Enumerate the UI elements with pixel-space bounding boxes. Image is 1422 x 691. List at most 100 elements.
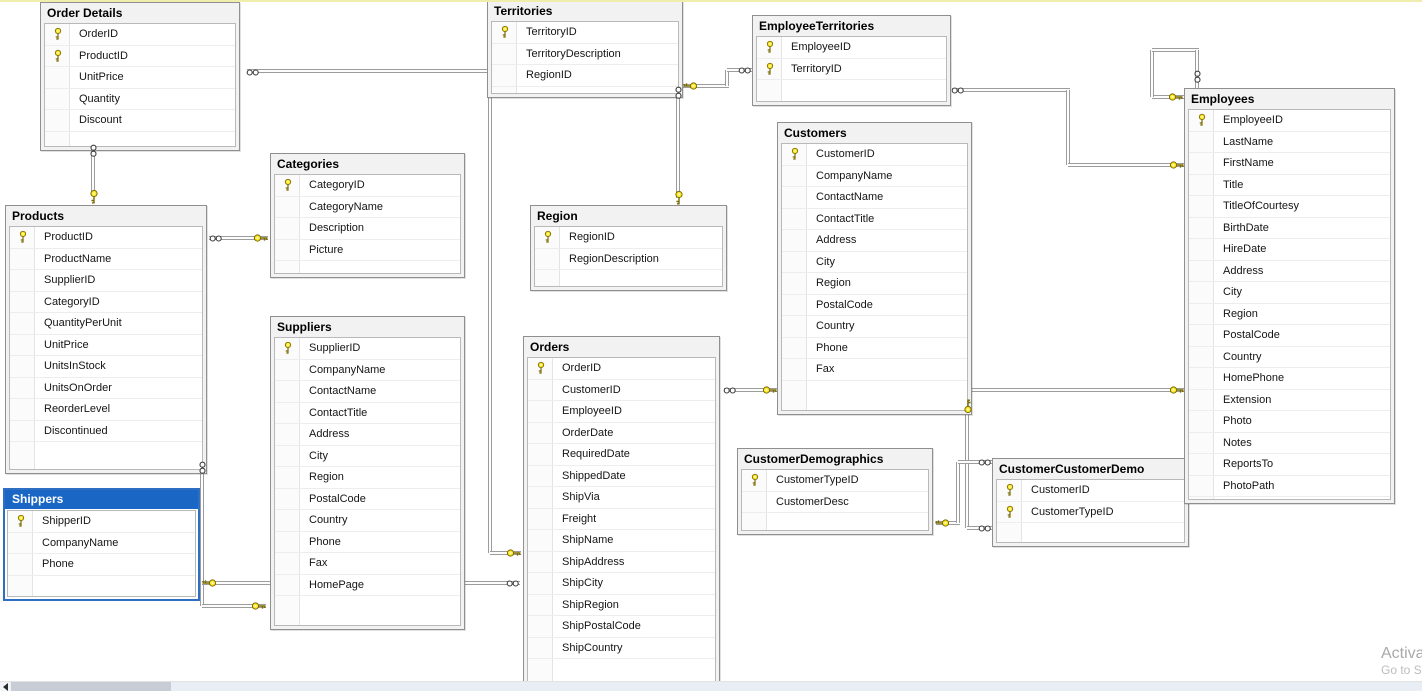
table-row[interactable]: ProductID xyxy=(45,45,235,67)
table-title-order_details[interactable]: Order Details xyxy=(47,6,123,20)
table-row[interactable]: OrderID xyxy=(45,24,235,46)
table-row[interactable]: ReorderLevel xyxy=(10,399,202,421)
table-row[interactable]: HomePage xyxy=(275,574,460,596)
connector-segment-employees-employees-self[interactable] xyxy=(1150,50,1154,97)
scrollbar-thumb[interactable] xyxy=(11,682,171,691)
table-row[interactable]: Description xyxy=(275,218,460,240)
table-row[interactable]: CategoryID xyxy=(275,175,460,197)
connector-segment-customer_demographics-customer_customer_demo[interactable] xyxy=(958,460,992,464)
connector-segment-order_details-orders[interactable] xyxy=(247,69,490,73)
table-row[interactable]: CustomerTypeID xyxy=(742,470,928,492)
table-row[interactable]: CompanyName xyxy=(8,532,195,554)
table-row[interactable]: CompanyName xyxy=(782,165,967,187)
table-row[interactable]: PostalCode xyxy=(782,294,967,316)
table-row[interactable]: PostalCode xyxy=(275,488,460,510)
table-row[interactable]: OrderID xyxy=(528,358,715,380)
table-row[interactable]: EmployeeID xyxy=(1189,110,1390,132)
connector-segment-employee_territories-employees[interactable] xyxy=(1066,90,1070,165)
table-row[interactable]: CustomerID xyxy=(782,144,967,166)
connector-segment-employee_territories-employees[interactable] xyxy=(952,88,1070,92)
connector-segment-territories-region[interactable] xyxy=(676,85,680,198)
table-row[interactable]: OrderDate xyxy=(528,422,715,444)
horizontal-scrollbar[interactable] xyxy=(0,681,1422,691)
connector-segment-employee_territories-employees[interactable] xyxy=(1068,163,1184,167)
table-row[interactable]: Address xyxy=(275,424,460,446)
table-row[interactable]: ProductID xyxy=(10,227,202,249)
table-row[interactable]: CustomerID xyxy=(997,480,1184,502)
table-row[interactable]: ContactTitle xyxy=(782,208,967,230)
connector-segment-order_details-products[interactable] xyxy=(91,143,95,195)
table-row[interactable]: TerritoryID xyxy=(757,58,946,80)
table-title-orders[interactable]: Orders xyxy=(530,340,570,354)
connector-segment-products-categories[interactable] xyxy=(209,236,268,240)
table-row[interactable]: TerritoryID xyxy=(492,22,678,44)
table-row[interactable]: UnitsOnOrder xyxy=(10,377,202,399)
table-row[interactable]: FirstName xyxy=(1189,153,1390,175)
connector-segment-employees-employees-self[interactable] xyxy=(1195,50,1199,88)
table-title-categories[interactable]: Categories xyxy=(277,157,340,171)
table-row[interactable]: Picture xyxy=(275,239,460,261)
table-title-suppliers[interactable]: Suppliers xyxy=(277,320,332,334)
table-row[interactable]: CustomerTypeID xyxy=(997,501,1184,523)
table-row[interactable]: ShippedDate xyxy=(528,465,715,487)
table-row[interactable]: PhotoPath xyxy=(1189,475,1390,497)
table-row[interactable]: ShipPostalCode xyxy=(528,616,715,638)
table-row[interactable]: CustomerDesc xyxy=(742,491,928,513)
connector-segment-employee_territories-territories[interactable] xyxy=(683,84,729,88)
table-row[interactable]: Region xyxy=(275,467,460,489)
table-row[interactable]: ContactName xyxy=(275,381,460,403)
table-row[interactable]: ProductName xyxy=(10,248,202,270)
connector-segment-employees-employees-self[interactable] xyxy=(1152,95,1184,99)
table-row[interactable]: SupplierID xyxy=(275,338,460,360)
table-row[interactable]: PostalCode xyxy=(1189,325,1390,347)
table-row[interactable]: QuantityPerUnit xyxy=(10,313,202,335)
table-row[interactable]: SupplierID xyxy=(10,270,202,292)
connector-segment-customer_demographics-customer_customer_demo[interactable] xyxy=(956,462,960,523)
table-row[interactable]: UnitPrice xyxy=(10,334,202,356)
table-row[interactable]: Country xyxy=(782,316,967,338)
table-row[interactable]: CategoryID xyxy=(10,291,202,313)
scrollbar-left-arrow-button[interactable] xyxy=(0,682,11,691)
connector-segment-order_details-orders[interactable] xyxy=(490,551,521,555)
table-row[interactable]: EmployeeID xyxy=(528,401,715,423)
table-title-region[interactable]: Region xyxy=(537,209,578,223)
table-title-territories[interactable]: Territories xyxy=(494,4,553,18)
table-row[interactable]: Fax xyxy=(782,359,967,381)
table-row[interactable]: Title xyxy=(1189,174,1390,196)
table-title-shippers[interactable]: Shippers xyxy=(5,490,198,509)
table-title-customers[interactable]: Customers xyxy=(784,126,847,140)
table-row[interactable]: ShipAddress xyxy=(528,551,715,573)
table-row[interactable]: CompanyName xyxy=(275,359,460,381)
table-title-customer_demographics[interactable]: CustomerDemographics xyxy=(744,452,884,466)
table-title-employees[interactable]: Employees xyxy=(1191,92,1255,106)
table-title-customer_customer_demo[interactable]: CustomerCustomerDemo xyxy=(999,462,1145,476)
table-row[interactable]: BirthDate xyxy=(1189,217,1390,239)
table-row[interactable]: LastName xyxy=(1189,131,1390,153)
table-row[interactable]: Address xyxy=(782,230,967,252)
table-row[interactable]: ContactTitle xyxy=(275,402,460,424)
connector-segment-products-suppliers[interactable] xyxy=(200,460,204,606)
table-row[interactable]: Discount xyxy=(45,110,235,132)
table-title-products[interactable]: Products xyxy=(12,209,65,223)
table-row[interactable]: Region xyxy=(782,273,967,295)
table-row[interactable]: Country xyxy=(275,510,460,532)
table-row[interactable]: ShipperID xyxy=(8,511,195,533)
connector-segment-employee_territories-territories[interactable] xyxy=(727,68,752,72)
table-row[interactable]: Freight xyxy=(528,508,715,530)
table-row[interactable]: RegionID xyxy=(492,65,678,87)
table-row[interactable]: CustomerID xyxy=(528,379,715,401)
table-row[interactable]: HomePhone xyxy=(1189,368,1390,390)
table-row[interactable]: City xyxy=(1189,282,1390,304)
table-row[interactable]: TitleOfCourtesy xyxy=(1189,196,1390,218)
